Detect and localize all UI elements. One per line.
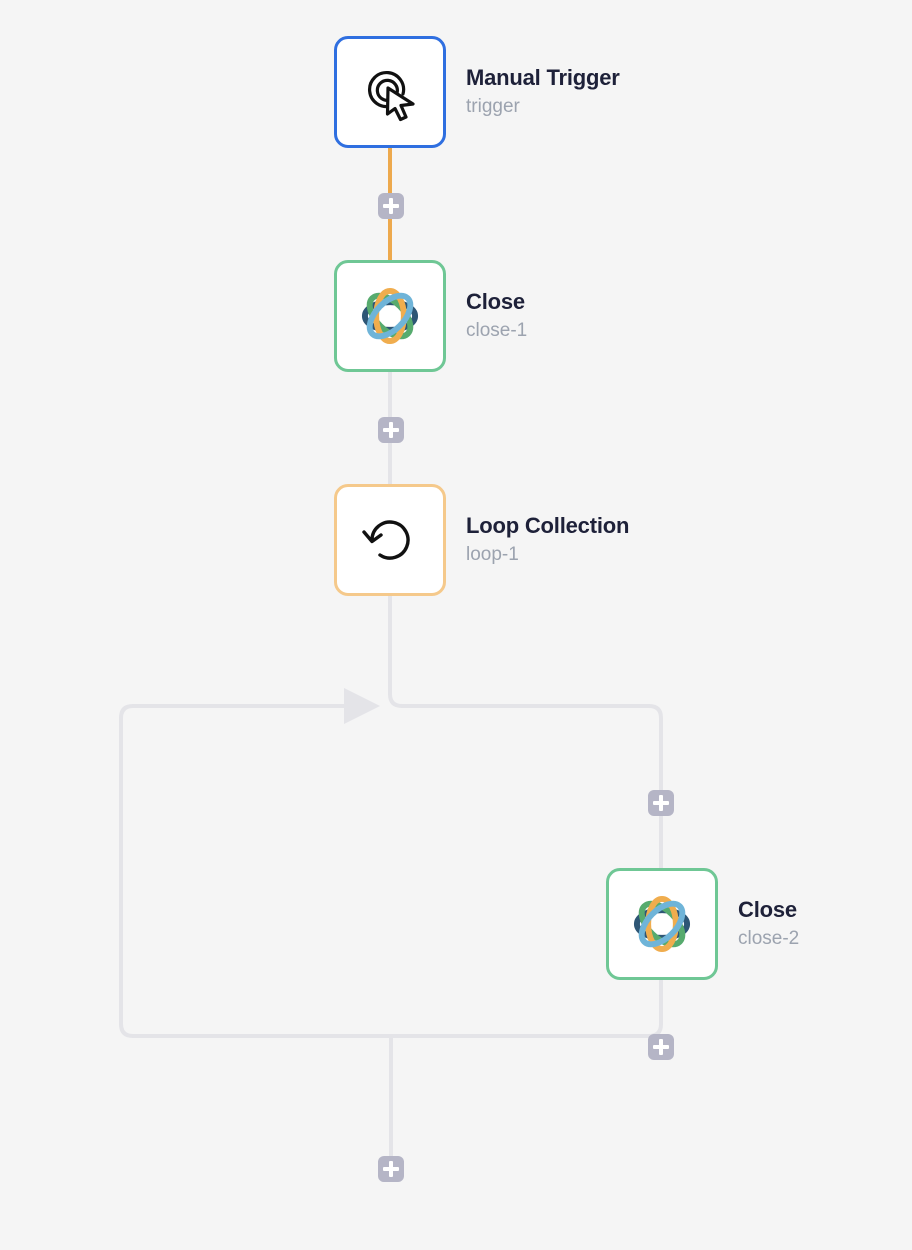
edge-loop-back: [119, 688, 663, 1038]
node-close-2-box[interactable]: [606, 868, 718, 980]
node-close-2-labels: Close close-2: [738, 897, 799, 950]
add-node-button-after-close-2[interactable]: [648, 1034, 674, 1060]
node-close-1-box[interactable]: [334, 260, 446, 372]
close-logo-icon: [361, 287, 419, 345]
node-close-2[interactable]: Close close-2: [606, 868, 799, 980]
node-subtitle: trigger: [466, 96, 520, 118]
node-trigger-box[interactable]: [334, 36, 446, 148]
node-trigger-labels: Manual Trigger trigger: [466, 65, 620, 118]
node-close-1-labels: Close close-1: [466, 289, 527, 342]
plus-icon-vertical-bar: [659, 1039, 663, 1055]
node-trigger[interactable]: Manual Trigger trigger: [334, 36, 620, 148]
node-loop-1-box[interactable]: [334, 484, 446, 596]
manual-trigger-icon: [367, 70, 415, 122]
cursor-arrow-shape: [385, 86, 415, 122]
add-node-button-in-loop-branch[interactable]: [648, 790, 674, 816]
node-loop-1-labels: Loop Collection loop-1: [466, 513, 629, 566]
node-close-1[interactable]: Close close-1: [334, 260, 527, 372]
add-node-button-after-loop[interactable]: [378, 1156, 404, 1182]
add-node-button-after-close-1[interactable]: [378, 417, 404, 443]
add-node-button-after-trigger[interactable]: [378, 193, 404, 219]
close-logo-icon: [633, 895, 691, 953]
node-title: Manual Trigger: [466, 65, 620, 91]
node-subtitle: close-1: [466, 320, 528, 342]
node-subtitle: loop-1: [466, 544, 519, 566]
edge-loop-branch-out: [388, 596, 663, 868]
node-title: Loop Collection: [466, 513, 630, 539]
node-subtitle: close-2: [738, 928, 800, 950]
node-title: Close: [738, 897, 797, 923]
plus-icon-vertical-bar: [659, 795, 663, 811]
node-title: Close: [466, 289, 525, 315]
loop-refresh-icon: [362, 520, 410, 560]
plus-icon-vertical-bar: [389, 422, 393, 438]
node-loop-1[interactable]: Loop Collection loop-1: [334, 484, 629, 596]
plus-icon-vertical-bar: [389, 198, 393, 214]
plus-icon-vertical-bar: [389, 1161, 393, 1177]
